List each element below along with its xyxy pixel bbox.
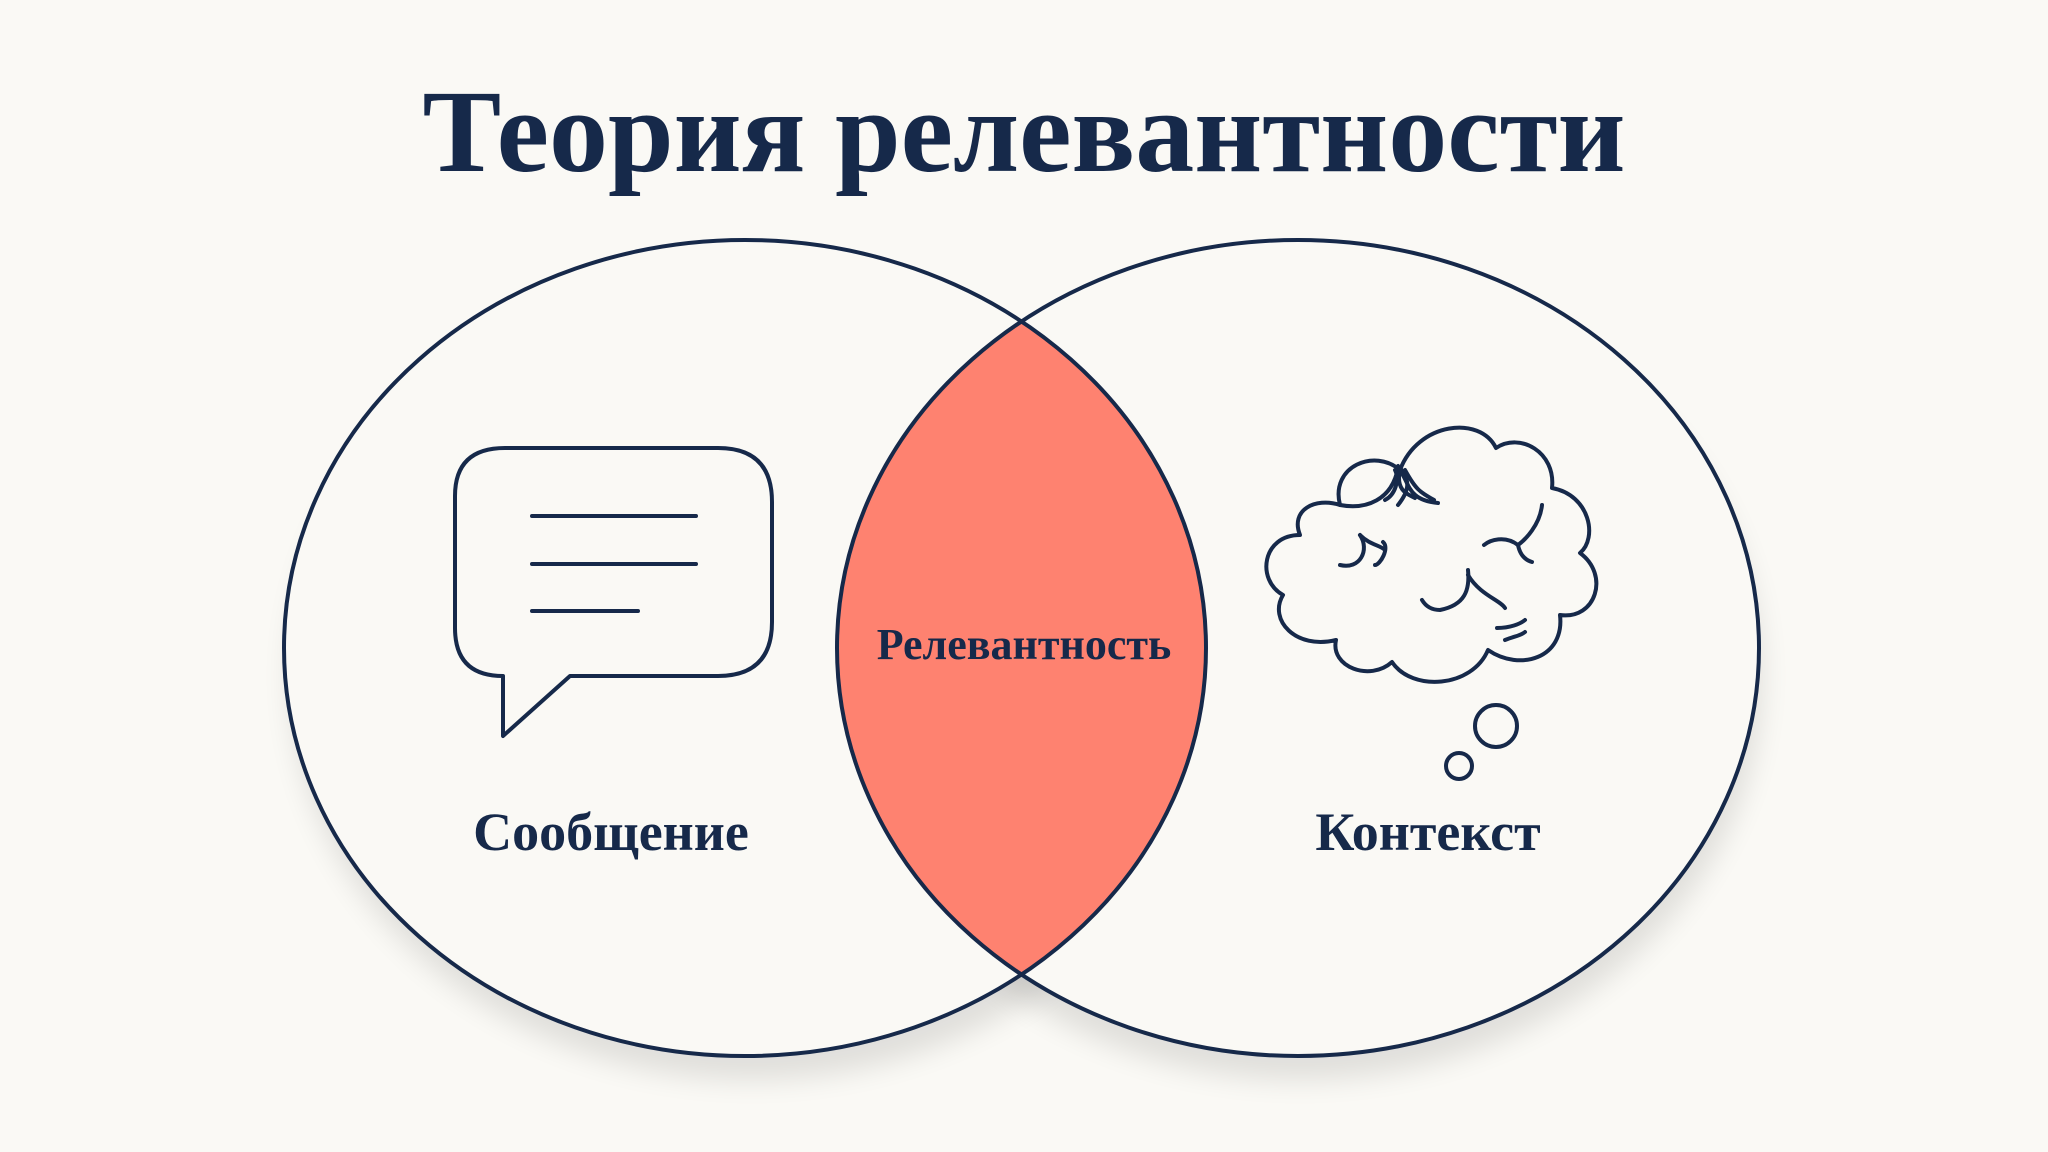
right-circle-label: Контекст — [1315, 802, 1540, 862]
left-circle-outline — [282, 238, 1208, 1058]
page-title: Теория релевантности — [422, 66, 1626, 197]
right-circle-outline — [835, 238, 1761, 1058]
thinking-brain-icon — [1264, 425, 1599, 781]
intersection-region — [837, 240, 1206, 1056]
intersection-label: Релевантность — [877, 620, 1172, 669]
speech-bubble-icon — [453, 446, 774, 738]
left-circle-label: Сообщение — [473, 802, 749, 862]
